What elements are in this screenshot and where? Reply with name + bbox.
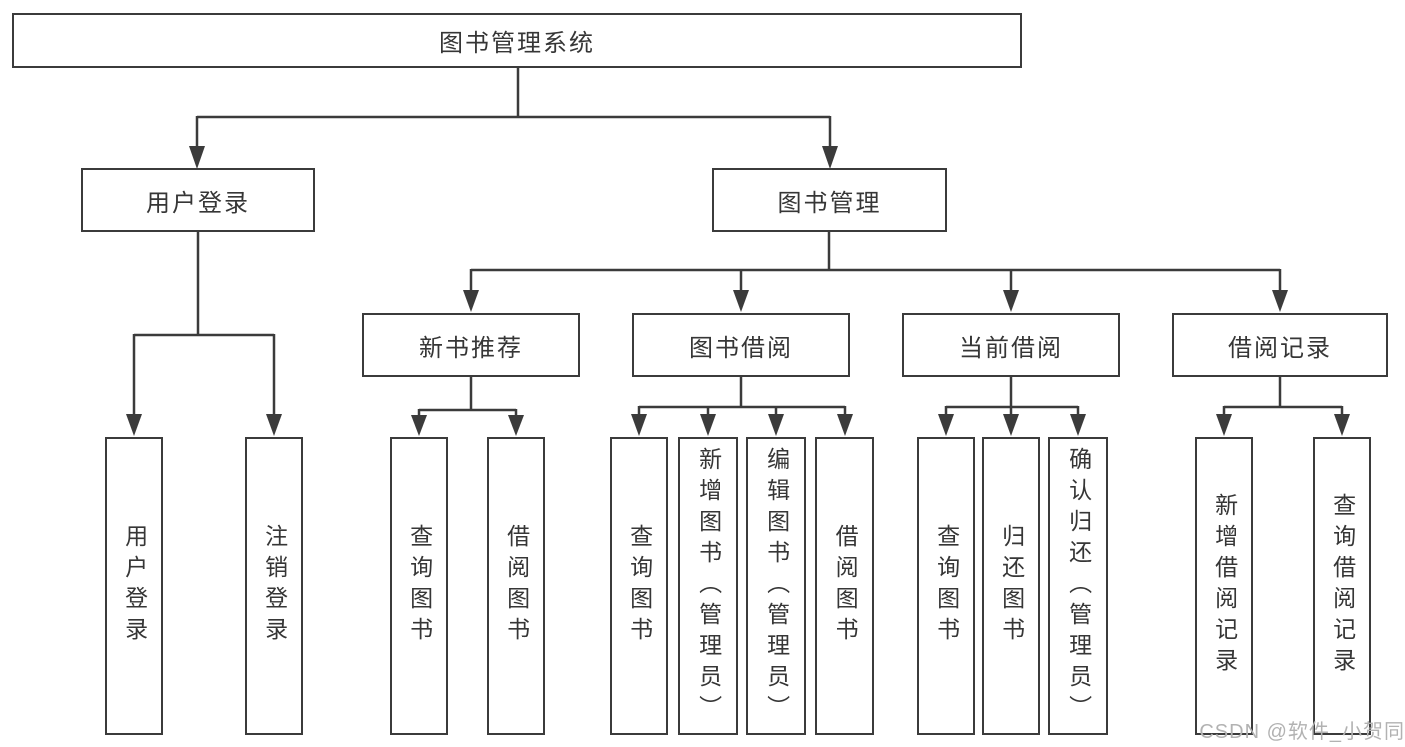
leaf-borrow-query-books: 查询图书	[610, 437, 668, 735]
leaf-user-login: 用户登录	[105, 437, 163, 735]
node-new-book-recommend: 新书推荐	[362, 313, 580, 377]
leaf-edit-books-admin-label: 编辑图书（管理员）	[763, 446, 790, 726]
leaf-recommend-query-books: 查询图书	[390, 437, 448, 735]
node-borrow-records-label: 借阅记录	[1228, 334, 1332, 362]
node-root-label: 图书管理系统	[439, 30, 595, 57]
node-root: 图书管理系统	[12, 13, 1022, 68]
leaf-add-books-admin: 新增图书（管理员）	[678, 437, 738, 735]
leaf-current-query-books: 查询图书	[917, 437, 975, 735]
leaf-query-borrow-record: 查询借阅记录	[1313, 437, 1371, 735]
csdn-watermark: CSDN @软件_小贺同学	[1199, 721, 1405, 743]
leaf-confirm-return-admin-label: 确认归还（管理员）	[1065, 446, 1092, 726]
leaf-user-login-label: 用户登录	[121, 524, 148, 648]
node-current-borrow: 当前借阅	[902, 313, 1120, 377]
leaf-query-borrow-record-label: 查询借阅记录	[1329, 493, 1356, 679]
node-borrow-records: 借阅记录	[1172, 313, 1388, 377]
arrowhead-icons	[126, 146, 1350, 436]
leaf-borrow-books-label: 借阅图书	[832, 524, 859, 648]
leaf-return-books: 归还图书	[982, 437, 1040, 735]
node-book-management-label: 图书管理	[777, 189, 882, 217]
leaf-borrow-books: 借阅图书	[815, 437, 874, 735]
node-user-login: 用户登录	[81, 168, 315, 232]
leaf-logout-label: 注销登录	[261, 524, 288, 648]
leaf-add-borrow-record: 新增借阅记录	[1195, 437, 1253, 735]
node-current-borrow-label: 当前借阅	[959, 334, 1063, 362]
node-book-borrow: 图书借阅	[632, 313, 850, 377]
node-book-borrow-label: 图书借阅	[689, 334, 793, 362]
leaf-recommend-borrow-books: 借阅图书	[487, 437, 545, 735]
leaf-add-borrow-record-label: 新增借阅记录	[1211, 493, 1238, 679]
leaf-edit-books-admin: 编辑图书（管理员）	[746, 437, 806, 735]
leaf-add-books-admin-label: 新增图书（管理员）	[695, 446, 722, 726]
leaf-current-query-books-label: 查询图书	[933, 524, 960, 648]
leaf-logout: 注销登录	[245, 437, 303, 735]
node-book-management: 图书管理	[712, 168, 947, 232]
leaf-recommend-query-books-label: 查询图书	[406, 524, 433, 648]
leaf-recommend-borrow-books-label: 借阅图书	[503, 524, 530, 648]
node-user-login-label: 用户登录	[146, 189, 250, 217]
leaf-return-books-label: 归还图书	[998, 524, 1025, 648]
leaf-confirm-return-admin: 确认归还（管理员）	[1048, 437, 1108, 735]
node-new-book-recommend-label: 新书推荐	[419, 334, 523, 362]
leaf-borrow-query-books-label: 查询图书	[626, 524, 653, 648]
